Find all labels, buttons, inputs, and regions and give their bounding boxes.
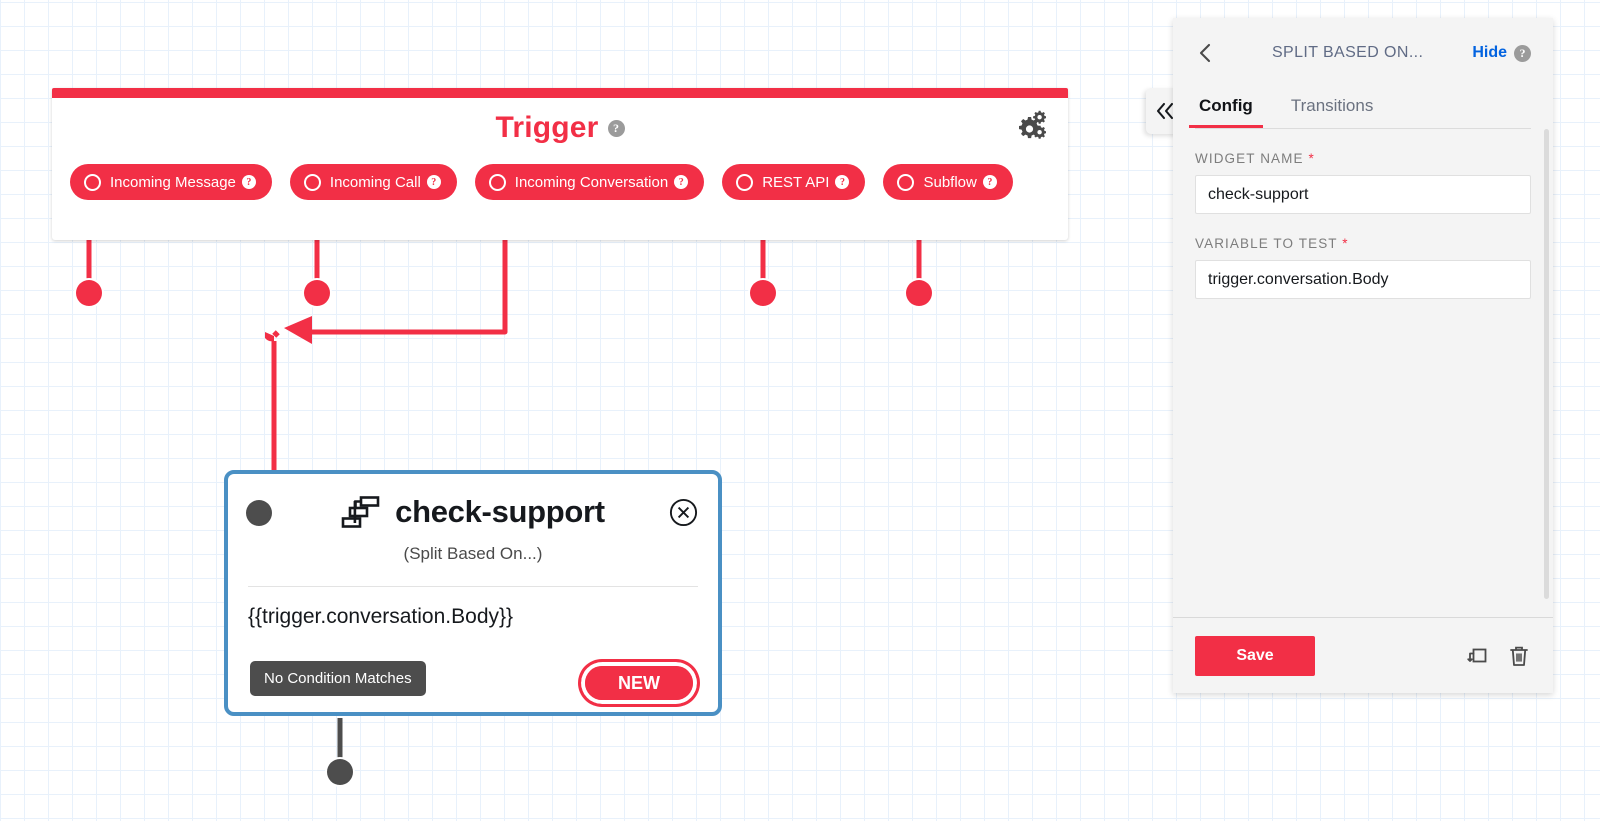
panel-tabs-rule <box>1195 128 1531 129</box>
trigger-pill-list: Incoming Message ? Incoming Call ? Incom… <box>52 164 1068 200</box>
radio-circle-icon <box>84 173 101 191</box>
no-condition-matches-chip[interactable]: No Condition Matches <box>250 661 426 696</box>
close-circle-icon[interactable] <box>669 498 698 527</box>
tab-config[interactable]: Config <box>1189 88 1263 128</box>
radio-circle-icon <box>488 173 506 191</box>
split-node-header: check-support <box>228 474 718 550</box>
radio-circle-icon <box>736 173 754 191</box>
tab-transitions[interactable]: Transitions <box>1290 96 1374 115</box>
new-transition-button[interactable]: NEW <box>578 659 700 707</box>
panel-footer: Save <box>1173 617 1553 693</box>
panel-help-icon[interactable]: ? <box>1514 44 1531 62</box>
required-star: * <box>1308 151 1315 166</box>
widget-config-panel[interactable]: SPLIT BASED ON... Hide ? Config Transiti… <box>1173 18 1553 693</box>
trigger-accent-bar <box>52 88 1068 98</box>
endpoint-dot-no-condition-matches[interactable] <box>327 759 353 785</box>
duplicate-icon[interactable] <box>1465 644 1489 668</box>
split-widget-node[interactable]: check-support (Split Based On...) {{trig… <box>224 470 722 716</box>
variable-to-test-label: VARIABLE TO TEST * <box>1195 236 1531 251</box>
trigger-pill-label: Incoming Conversation <box>514 173 669 191</box>
trigger-pill-incoming-message[interactable]: Incoming Message ? <box>70 164 272 200</box>
split-node-divider <box>248 586 698 587</box>
panel-header: SPLIT BASED ON... Hide ? <box>1173 18 1553 88</box>
variable-to-test-label-text: VARIABLE TO TEST <box>1195 236 1338 251</box>
split-branch-icon <box>341 496 380 528</box>
save-button[interactable]: Save <box>1195 635 1315 676</box>
panel-title: SPLIT BASED ON... <box>1271 44 1424 61</box>
widget-name-label-text: WIDGET NAME <box>1195 151 1304 166</box>
trigger-title: Trigger <box>495 111 599 144</box>
help-icon[interactable]: ? <box>674 175 689 189</box>
trigger-pill-subflow[interactable]: Subflow ? <box>883 164 1013 200</box>
split-node-title: check-support <box>395 494 605 529</box>
split-node-subtitle: (Split Based On...) <box>403 544 543 563</box>
split-node-title-row: check-support <box>341 494 605 530</box>
input-connector-dot[interactable] <box>246 500 272 526</box>
help-icon[interactable]: ? <box>835 175 850 189</box>
chevron-left-icon[interactable] <box>1195 42 1217 64</box>
widget-name-input[interactable] <box>1195 175 1531 214</box>
trigger-pill-incoming-conversation[interactable]: Incoming Conversation ? <box>474 164 705 200</box>
variable-to-test-input[interactable] <box>1195 260 1531 299</box>
panel-body: WIDGET NAME * VARIABLE TO TEST * <box>1173 129 1553 617</box>
trigger-title-row: Trigger ? <box>52 98 1068 158</box>
panel-tabs: Config Transitions <box>1173 88 1553 128</box>
gears-icon[interactable] <box>1012 110 1047 142</box>
endpoint-dot-incoming-message[interactable] <box>76 280 102 306</box>
trigger-pill-rest-api[interactable]: REST API ? <box>722 164 866 200</box>
trigger-pill-label: Incoming Call <box>329 173 421 191</box>
split-node-expression: {{trigger.conversation.Body}} <box>248 605 514 628</box>
widget-name-label: WIDGET NAME * <box>1195 151 1531 166</box>
hide-panel-link[interactable]: Hide <box>1472 44 1507 61</box>
double-chevron-left-icon <box>1156 102 1174 120</box>
help-icon[interactable]: ? <box>241 175 256 189</box>
trigger-pill-label: Subflow <box>923 173 977 191</box>
trigger-widget[interactable]: Trigger ? Incoming Message ? Inco <box>52 88 1068 240</box>
trash-icon[interactable] <box>1507 644 1531 668</box>
radio-circle-icon <box>897 173 915 191</box>
split-node-footer: No Condition Matches NEW <box>228 656 718 712</box>
endpoint-dot-incoming-call[interactable] <box>304 280 330 306</box>
radio-circle-icon <box>303 173 321 191</box>
trigger-pill-label: REST API <box>762 173 830 191</box>
endpoint-dot-subflow[interactable] <box>906 280 932 306</box>
help-icon[interactable]: ? <box>982 175 997 189</box>
endpoint-dot-rest-api[interactable] <box>750 280 776 306</box>
trigger-pill-label: Incoming Message <box>110 173 236 191</box>
panel-scrollbar[interactable] <box>1544 129 1549 599</box>
help-icon[interactable]: ? <box>426 175 441 189</box>
trigger-help-icon[interactable]: ? <box>607 119 625 137</box>
required-star: * <box>1342 236 1349 251</box>
new-transition-button-label: NEW <box>585 666 693 700</box>
trigger-pill-incoming-call[interactable]: Incoming Call ? <box>289 164 457 200</box>
panel-footer-icons <box>1465 644 1531 668</box>
